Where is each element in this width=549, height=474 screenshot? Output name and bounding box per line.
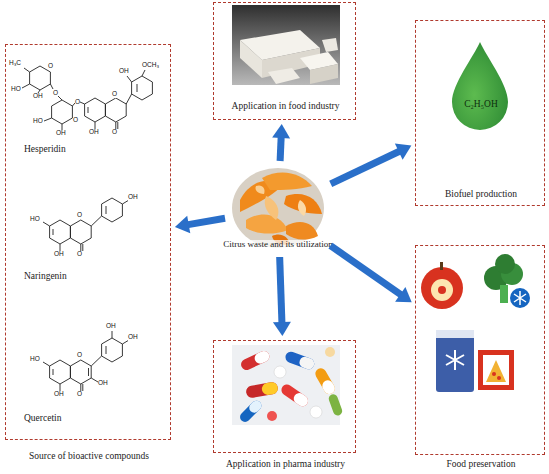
- atom-label: OH: [119, 68, 129, 75]
- atom-label: O: [112, 129, 117, 136]
- atom-label: OH: [54, 251, 64, 258]
- node-text: Food preservation: [416, 459, 546, 469]
- arrow-head: [175, 216, 190, 234]
- atom-label: OH: [54, 391, 64, 398]
- atom-label: HO: [30, 356, 40, 363]
- arrow-head: [273, 322, 291, 336]
- atom-label: OH: [56, 130, 66, 137]
- node-text: Naringenin: [24, 271, 104, 281]
- atom-label: HO: [33, 118, 43, 125]
- atom-label: OH: [106, 323, 116, 330]
- atom-label: H₃C: [9, 60, 21, 67]
- atom-label: HO: [30, 216, 40, 223]
- atom-label: HO: [11, 86, 21, 93]
- arrow-shaft: [280, 136, 281, 161]
- node-text: Application in pharma industry: [214, 459, 357, 469]
- hub-node: Citrus waste and its utilization: [228, 164, 328, 254]
- preservation-icons: [421, 254, 530, 392]
- atom-label: OH: [33, 93, 43, 100]
- atom-label: OH: [128, 194, 138, 201]
- atom-label: O: [77, 251, 82, 258]
- arrow-head: [272, 124, 290, 138]
- atom-label: O: [53, 90, 58, 97]
- node-text: Source of bioactive compounds: [6, 451, 172, 461]
- category-box: Application in food industry: [213, 2, 356, 120]
- chemical-structures: [22, 66, 152, 391]
- category-box: C₂H₅OH Biofuel production: [415, 20, 545, 206]
- flow-arrow: [330, 246, 411, 303]
- flow-arrow: [273, 257, 291, 336]
- flow-arrow: [175, 216, 225, 234]
- node-text: Citrus waste and its utilization: [213, 240, 343, 250]
- arrow-shaft: [280, 257, 282, 324]
- atom-label: OH: [128, 334, 138, 341]
- arrow-shaft: [330, 246, 401, 296]
- flow-arrow: [331, 143, 412, 183]
- atom-label: O: [73, 117, 78, 124]
- atom-label: OH: [98, 380, 108, 387]
- category-box: Application in pharma industry: [213, 340, 356, 453]
- atom-label: O: [77, 212, 82, 219]
- category-box: Food preservation: [415, 245, 545, 455]
- atom-label: OCH₃: [142, 62, 159, 69]
- arrow-shaft: [187, 218, 225, 225]
- pills-photo: [232, 345, 343, 425]
- atom-label: O: [75, 99, 80, 106]
- atom-label: OH: [89, 129, 99, 136]
- node-text: Application in food industry: [214, 101, 357, 111]
- atom-label: O: [77, 352, 82, 359]
- atom-label: O: [77, 391, 82, 398]
- atom-label: O: [112, 91, 117, 98]
- category-box: HesperidinNaringeninQuercetinSource of b…: [5, 44, 171, 440]
- node-text: Biofuel production: [416, 189, 546, 199]
- fuel-drop: [452, 42, 508, 130]
- flow-arrow: [272, 124, 290, 161]
- atom-label: O: [48, 63, 53, 70]
- node-text: Quercetin: [24, 413, 104, 423]
- node-text: Hesperidin: [24, 144, 104, 154]
- arrow-head: [395, 287, 412, 302]
- citrus-peel-photo: [232, 168, 324, 248]
- tofu-photo: [232, 5, 340, 85]
- node-text: C₂H₅OH: [451, 99, 511, 109]
- arrow-shaft: [331, 151, 401, 184]
- arrow-head: [395, 143, 412, 159]
